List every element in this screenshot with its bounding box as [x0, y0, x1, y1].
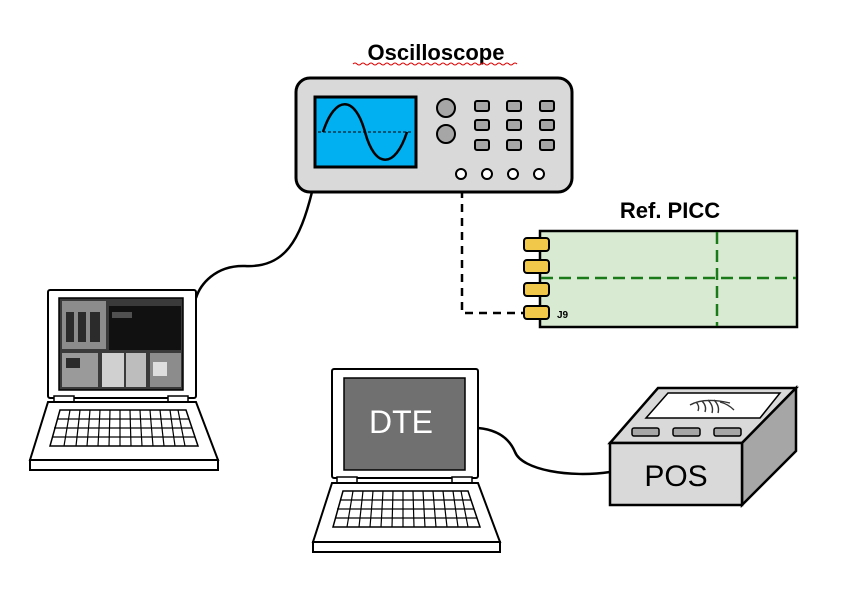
contactless-wave [689, 399, 731, 406]
cable-scope-to-laptop [194, 191, 314, 299]
screen-panel [102, 353, 124, 387]
scope-button [506, 139, 522, 151]
oscilloscope-title: Oscilloscope [368, 40, 505, 65]
pos-keys [631, 427, 742, 437]
scope-button [506, 119, 522, 131]
pos-key [713, 427, 742, 437]
keyboard-col [169, 409, 176, 447]
picc-connector [523, 259, 550, 274]
scope-port [533, 168, 545, 180]
probe-cable-scope-to-j9 [460, 176, 528, 315]
picc-connector-j9 [523, 305, 550, 320]
keyboard-col [422, 490, 426, 528]
screen-panel [126, 353, 146, 387]
laptop-icon: DTE [311, 368, 502, 553]
pos-front-face [608, 441, 744, 507]
connector-label-j9: J9 [557, 310, 569, 321]
scope-port [455, 168, 467, 180]
screen-panel [90, 312, 100, 342]
pos-terminal-icon: POS [607, 384, 799, 509]
sine-wave [321, 103, 409, 161]
contactless-wave [719, 401, 735, 411]
keyboard-col [369, 490, 374, 528]
keyboard-col [129, 409, 132, 447]
keyboard-col [139, 409, 143, 447]
keyboard-col [108, 409, 111, 447]
scope-button [539, 139, 555, 151]
keyboard-col [346, 490, 354, 528]
scope-button [506, 100, 522, 112]
scope-button [474, 139, 490, 151]
oscilloscope-icon [294, 76, 574, 194]
pos-key [631, 427, 660, 437]
pos-key [672, 427, 701, 437]
dte-label: DTE [369, 404, 433, 440]
keyboard-col [391, 490, 394, 528]
keyboard-col [412, 490, 415, 528]
keyboard-col [86, 409, 91, 447]
keyboard-col [149, 409, 154, 447]
scope-knob [436, 98, 456, 118]
screen-panel [66, 312, 74, 342]
keyboard-col [460, 490, 469, 528]
pos-label: POS [644, 460, 707, 493]
scope-button [474, 119, 490, 131]
scope-knob [436, 124, 456, 144]
keyboard-col [63, 409, 71, 447]
picc-connector [523, 237, 550, 252]
scope-port [481, 168, 493, 180]
picc-connectors [523, 237, 550, 320]
laptop-dte-base-front [312, 541, 501, 553]
scope-button [539, 100, 555, 112]
scope-button [539, 119, 555, 131]
laptop-dte-base [311, 482, 502, 543]
laptop-scope-screen-content [62, 301, 181, 387]
screen-panel [153, 362, 167, 376]
scope-button-grid [474, 100, 555, 151]
laptop-scope-keyboard [49, 409, 200, 447]
keyboard-col [442, 490, 448, 528]
keyboard-col [358, 490, 364, 528]
keyboard-outline [332, 490, 482, 528]
screen-panel [112, 312, 132, 318]
contactless-wave [713, 399, 720, 414]
laptop-scope-base-front [29, 459, 219, 471]
scope-input-ports [455, 168, 545, 180]
keyboard-col [97, 409, 101, 447]
contactless-icon [689, 399, 735, 414]
keyboard-col [380, 490, 384, 528]
ref-picc-title: Ref. PICC [620, 198, 720, 223]
screen-panel [66, 358, 80, 368]
laptop-dte-screen [343, 377, 466, 471]
screen-panel [78, 312, 86, 342]
contactless-wave [701, 400, 707, 413]
contactless-wave [695, 401, 700, 412]
spellcheck-underline [352, 62, 518, 66]
picc-connector [523, 282, 550, 297]
keyboard-col [452, 490, 459, 528]
scope-button [474, 100, 490, 112]
pos-reader-pad [644, 392, 782, 419]
cable-dte-to-pos [477, 426, 611, 476]
cables [194, 176, 611, 476]
laptop-icon [28, 289, 220, 471]
scope-port [507, 168, 519, 180]
keyboard-col [159, 409, 165, 447]
contactless-wave [707, 399, 714, 414]
keyboard-col [432, 490, 437, 528]
laptop-dte-keyboard [332, 490, 482, 528]
ref-picc-board: J9 [523, 229, 799, 329]
keyboard-col [75, 409, 81, 447]
keyboard-outline [49, 409, 200, 447]
keyboard-col [177, 409, 186, 447]
